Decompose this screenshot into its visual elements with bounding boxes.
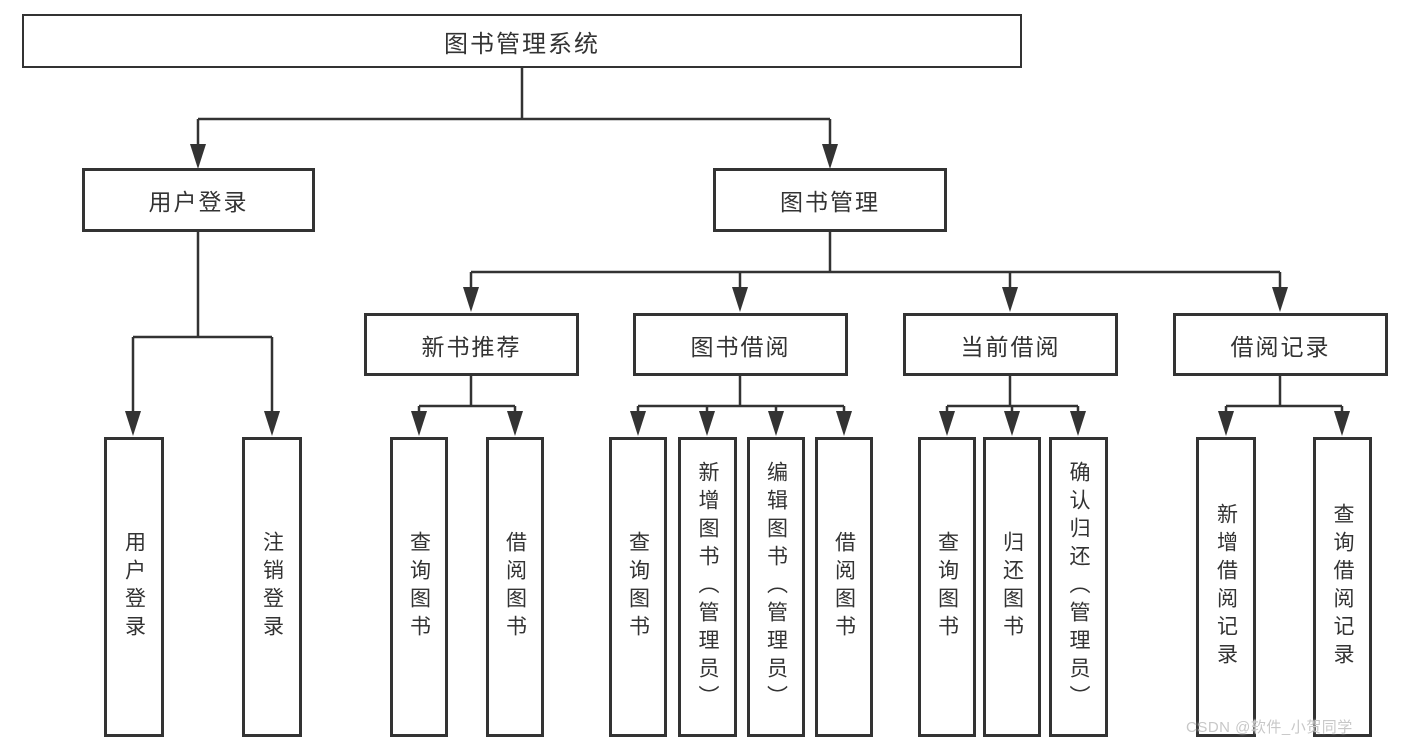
node-label: 当前借阅 <box>960 333 1061 360</box>
node-book-borrowing: 图书借阅 <box>633 313 848 376</box>
leaf-borrow-books-recommend: 借阅图书 <box>486 437 544 737</box>
node-label: 图书管理 <box>780 189 880 215</box>
node-label: 注销登录 <box>260 531 284 643</box>
connector-borrowing-records-children <box>1224 376 1344 414</box>
arrowheads <box>125 144 1350 436</box>
arrow-down-icon <box>125 411 141 436</box>
arrow-down-icon <box>822 144 838 169</box>
node-library-management-system: 图书管理系统 <box>22 14 1022 68</box>
leaf-add-book-admin: 新增图书（管理员） <box>678 437 737 737</box>
node-label: 新书推荐 <box>421 333 522 360</box>
node-label: 新增图书（管理员） <box>696 461 719 713</box>
connector-root-to-level2 <box>196 68 832 147</box>
node-new-book-recommendation: 新书推荐 <box>364 313 579 376</box>
node-label: 归还图书 <box>1000 531 1024 643</box>
arrow-down-icon <box>411 411 427 436</box>
connector-book-management-children <box>469 232 1282 290</box>
node-label: 查询借阅记录 <box>1331 503 1354 671</box>
node-label: 查询图书 <box>626 531 650 643</box>
leaf-logout: 注销登录 <box>242 437 302 737</box>
arrow-down-icon <box>1334 411 1350 436</box>
arrow-down-icon <box>1004 411 1020 436</box>
arrow-down-icon <box>1002 287 1018 312</box>
leaf-query-books-recommend: 查询图书 <box>390 437 448 737</box>
connector-user-login-children <box>131 232 274 414</box>
node-user-login: 用户登录 <box>82 168 315 232</box>
arrow-down-icon <box>836 411 852 436</box>
node-borrowing-records: 借阅记录 <box>1173 313 1388 376</box>
leaf-return-book: 归还图书 <box>983 437 1041 737</box>
node-book-management: 图书管理 <box>713 168 947 232</box>
node-current-borrowing: 当前借阅 <box>903 313 1118 376</box>
node-label: 编辑图书（管理员） <box>764 461 788 713</box>
leaf-edit-book-admin: 编辑图书（管理员） <box>747 437 805 737</box>
leaf-borrow-books-borrowing: 借阅图书 <box>815 437 873 737</box>
node-label: 确认归还（管理员） <box>1067 461 1090 713</box>
watermark: CSDN @软件_小贺同学 <box>1186 719 1353 736</box>
node-label: 图书借阅 <box>690 333 791 360</box>
arrow-down-icon <box>768 411 784 436</box>
arrow-down-icon <box>190 144 206 169</box>
leaf-add-borrow-record: 新增借阅记录 <box>1196 437 1256 737</box>
node-label: 用户登录 <box>148 189 249 215</box>
node-label: 用户登录 <box>122 531 146 643</box>
leaf-query-books-borrowing: 查询图书 <box>609 437 667 737</box>
node-label: 查询图书 <box>935 531 959 643</box>
node-label: 查询图书 <box>407 531 431 643</box>
node-label: 借阅图书 <box>832 531 856 643</box>
leaf-query-books-current: 查询图书 <box>918 437 976 737</box>
arrow-down-icon <box>1218 411 1234 436</box>
arrow-down-icon <box>939 411 955 436</box>
leaf-query-borrow-record: 查询借阅记录 <box>1313 437 1372 737</box>
arrow-down-icon <box>1272 287 1288 312</box>
connector-current-borrowing-children <box>945 376 1080 414</box>
node-label: 借阅图书 <box>503 531 527 643</box>
arrow-down-icon <box>1070 411 1086 436</box>
arrow-down-icon <box>463 287 479 312</box>
node-label: 图书管理系统 <box>444 30 600 58</box>
node-label: 新增借阅记录 <box>1214 503 1238 671</box>
leaf-user-login: 用户登录 <box>104 437 164 737</box>
connector-new-book-children <box>417 376 517 414</box>
arrow-down-icon <box>699 411 715 436</box>
arrow-down-icon <box>507 411 523 436</box>
node-label: 借阅记录 <box>1230 333 1331 360</box>
arrow-down-icon <box>264 411 280 436</box>
arrow-down-icon <box>630 411 646 436</box>
arrow-down-icon <box>732 287 748 312</box>
connector-book-borrowing-children <box>636 376 846 414</box>
leaf-confirm-return-admin: 确认归还（管理员） <box>1049 437 1108 737</box>
